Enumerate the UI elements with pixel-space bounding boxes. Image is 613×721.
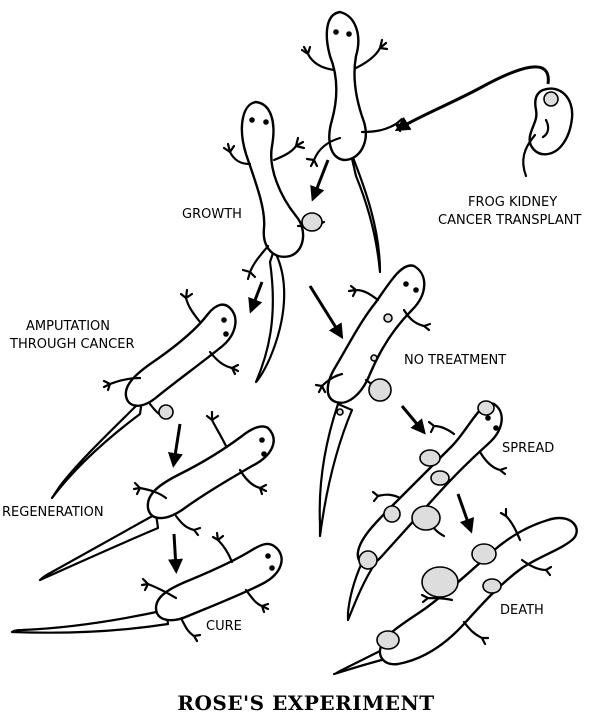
tumor-spread-2	[419, 449, 441, 467]
tumor-amputation	[158, 404, 174, 420]
label-kidney-line1: FROG KIDNEY	[468, 195, 557, 210]
salamander-regeneration	[38, 410, 275, 582]
tumor-death-3	[482, 578, 502, 594]
arrow-cure	[167, 533, 183, 574]
salamander-spread	[346, 400, 508, 622]
salamander-transplant	[300, 10, 405, 274]
label-amputation-line2: THROUGH CANCER	[9, 337, 135, 352]
label-cure: CURE	[206, 619, 242, 634]
label-amputation-line1: AMPUTATION	[26, 319, 110, 334]
salamander-amputation	[50, 288, 240, 500]
tumor-spread-4	[411, 505, 441, 531]
label-kidney-line2: CANCER TRANSPLANT	[438, 213, 581, 228]
arrow-growth	[310, 159, 330, 202]
tumor-death-1	[471, 543, 497, 565]
salamander-growth	[222, 100, 326, 384]
tumor-death-4	[376, 630, 400, 650]
arrow-no-treatment	[308, 285, 344, 340]
tumor-spread-1	[477, 400, 495, 416]
tumor-spread-6	[358, 550, 378, 570]
tumor-spread-3	[430, 470, 450, 486]
diagram-title: ROSE'S EXPERIMENT	[177, 691, 434, 715]
label-spread: SPREAD	[502, 441, 554, 456]
arrow-transplant	[394, 65, 550, 132]
tumor-death-2	[421, 566, 459, 598]
salamander-cure	[10, 531, 283, 643]
label-regeneration: REGENERATION	[2, 505, 104, 520]
salamander-death	[332, 507, 578, 676]
label-growth: GROWTH	[182, 207, 242, 222]
tumor-growth	[301, 212, 323, 232]
label-death: DEATH	[500, 603, 544, 618]
salamander-no-treatment	[314, 264, 432, 538]
tumor-spread-5	[383, 505, 401, 523]
arrow-spread	[400, 405, 426, 435]
label-no-treatment: NO TREATMENT	[404, 353, 506, 368]
tumor-no-treatment	[368, 378, 392, 402]
arrow-death	[456, 493, 475, 534]
kidney-tumor	[543, 91, 559, 107]
arrow-regeneration	[167, 423, 183, 468]
frog-kidney	[522, 87, 574, 178]
arrow-amputation	[248, 281, 264, 314]
